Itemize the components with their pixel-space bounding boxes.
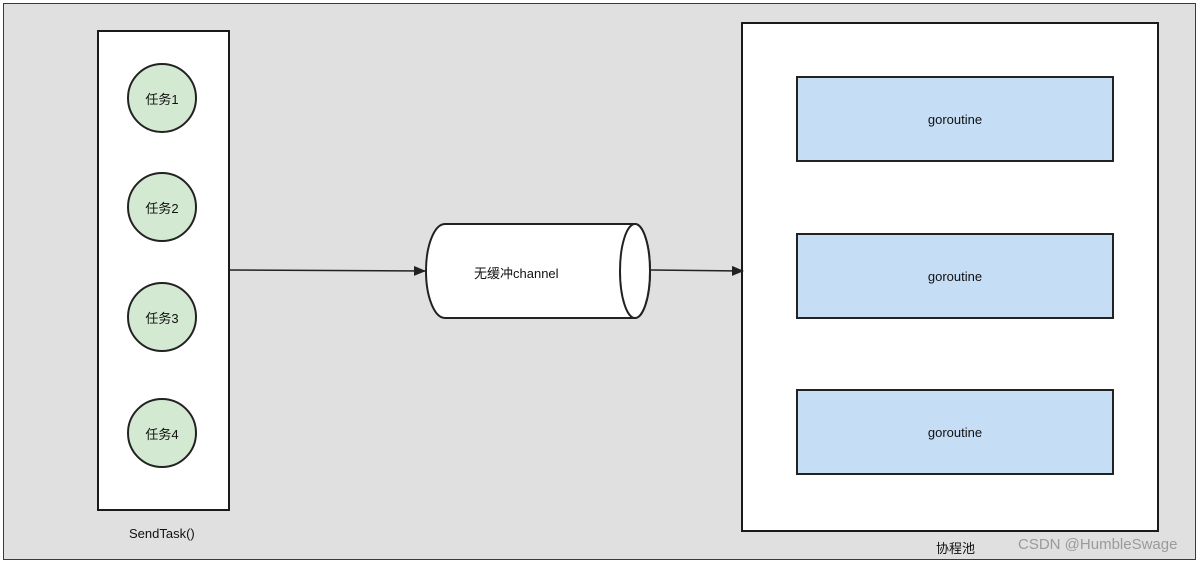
goroutine-box-1: goroutine (796, 76, 1114, 162)
goroutine-box-3: goroutine (796, 389, 1114, 475)
pool-label: 协程池 (936, 541, 976, 556)
goroutine-box-2: goroutine (796, 233, 1114, 319)
task-node-1: 任务1 (127, 63, 197, 133)
task-node-3: 任务3 (127, 282, 197, 352)
channel-cylinder (425, 223, 651, 319)
task-node-4: 任务4 (127, 398, 197, 468)
task-node-2: 任务2 (127, 172, 197, 242)
channel-end-cap (619, 223, 651, 319)
goroutine-label: goroutine (927, 268, 983, 284)
goroutine-label: goroutine (927, 111, 983, 127)
task-label: 任务3 (145, 310, 179, 326)
task-label: 任务1 (145, 91, 179, 107)
arrow-channel-to-pool (650, 265, 744, 276)
task-label: 任务2 (145, 200, 179, 216)
sendtask-label: SendTask() (129, 526, 195, 541)
channel-label: 无缓冲channel (474, 266, 559, 281)
goroutine-label: goroutine (927, 424, 983, 440)
watermark: CSDN @HumbleSwage (1018, 536, 1178, 553)
arrow-sender-to-channel (229, 265, 426, 276)
task-label: 任务4 (145, 426, 179, 442)
